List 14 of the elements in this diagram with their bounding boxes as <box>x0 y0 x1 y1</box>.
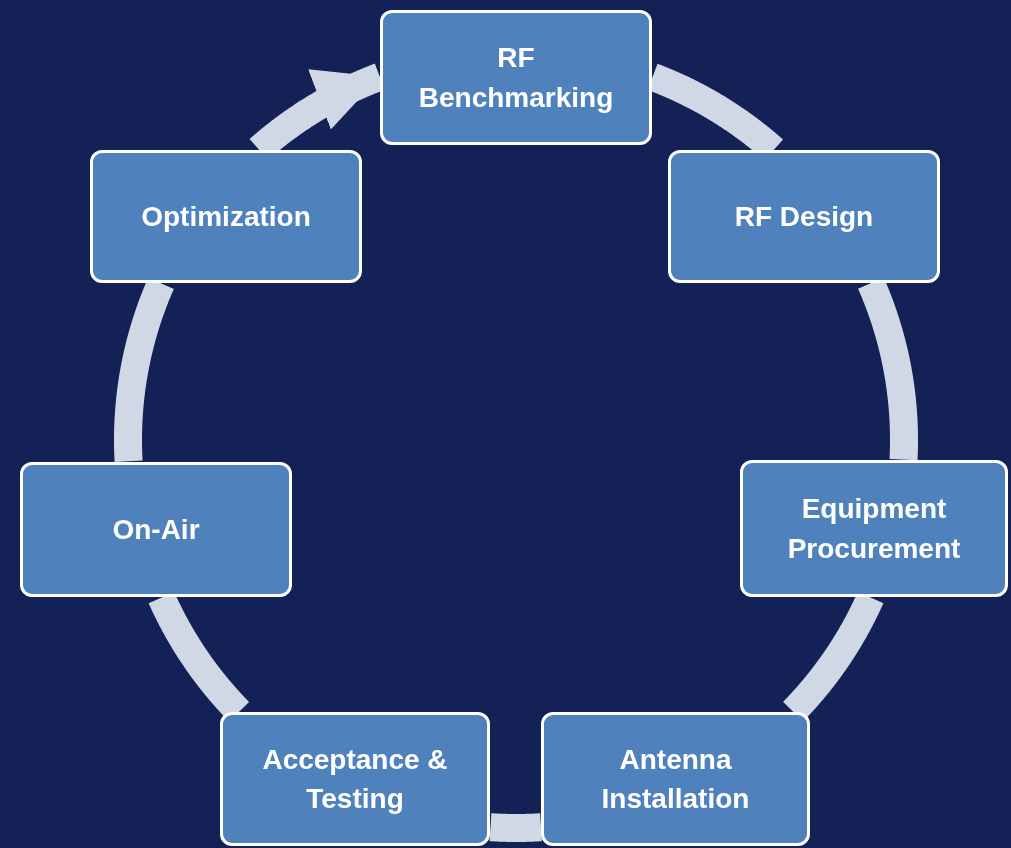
process-box <box>380 10 652 145</box>
process-box <box>740 460 1008 597</box>
process-box <box>90 150 362 283</box>
step-label: Equipment Procurement <box>786 492 962 566</box>
step-label: Antenna Installation <box>600 742 751 816</box>
process-box <box>220 712 490 846</box>
step-label: On-Air <box>112 512 200 547</box>
process-box <box>668 150 940 283</box>
process-box <box>541 712 810 846</box>
step-label: Optimization <box>141 199 311 234</box>
step-label: Acceptance & Testing <box>261 742 449 816</box>
step-label: RF Benchmarking <box>417 41 615 115</box>
process-box <box>20 462 292 597</box>
step-label: RF Design <box>734 199 874 234</box>
